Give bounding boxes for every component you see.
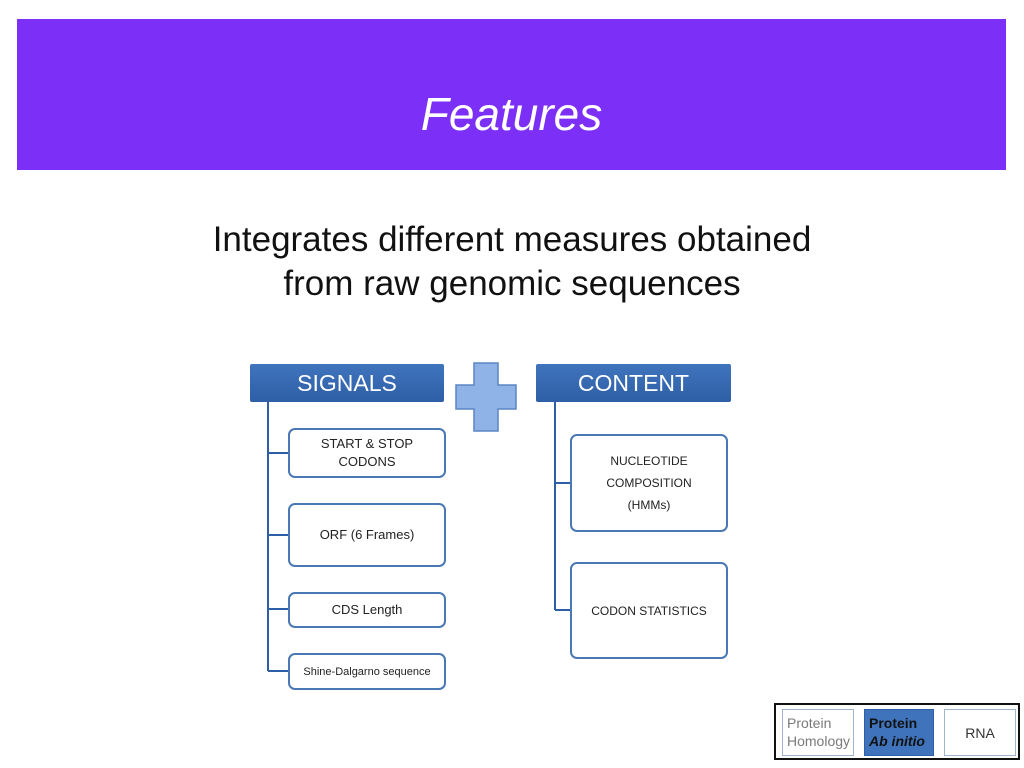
signal-orf: ORF (6 Frames) [288,503,446,567]
plus-icon [455,362,517,432]
tab-protein-ab-initio[interactable]: Protein Ab initio [864,709,934,756]
subtitle-line-2: from raw genomic sequences [283,264,741,303]
subtitle-line-1: Integrates different measures obtained [212,220,812,259]
title-banner: Features [17,19,1006,170]
slide-subtitle: Integrates different measures obtained f… [112,218,912,306]
signal-item-label: START & STOP CODONS [320,436,414,469]
content-item-label: NUCLEOTIDE COMPOSITION (HMMs) [606,454,692,512]
tab-label-line: Homology [787,733,851,749]
signal-cds-length: CDS Length [288,592,446,628]
pipeline-nav: Protein Homology Protein Ab initio RNA [774,703,1020,760]
tab-label-line: Protein [787,715,832,731]
slide-title: Features [420,88,603,140]
signal-item-label: ORF (6 Frames) [319,527,415,542]
signals-header: SIGNALS [250,364,444,402]
content-header: CONTENT [536,364,731,402]
tab-protein-homology[interactable]: Protein Homology [782,709,854,756]
content-item-label: CODON STATISTICS [591,603,707,618]
signal-start-stop-codons: START & STOP CODONS [288,428,446,478]
signal-item-label: CDS Length [331,602,403,617]
signal-item-label: Shine-Dalgarno sequence [303,665,431,678]
tab-label-line: Ab initio [869,733,925,749]
tab-label-line: Protein [869,715,918,731]
signal-shine-dalgarno: Shine-Dalgarno sequence [288,653,446,690]
content-codon-statistics: CODON STATISTICS [570,562,728,659]
tab-rna[interactable]: RNA [944,709,1016,756]
content-nucleotide-composition: NUCLEOTIDE COMPOSITION (HMMs) [570,434,728,532]
